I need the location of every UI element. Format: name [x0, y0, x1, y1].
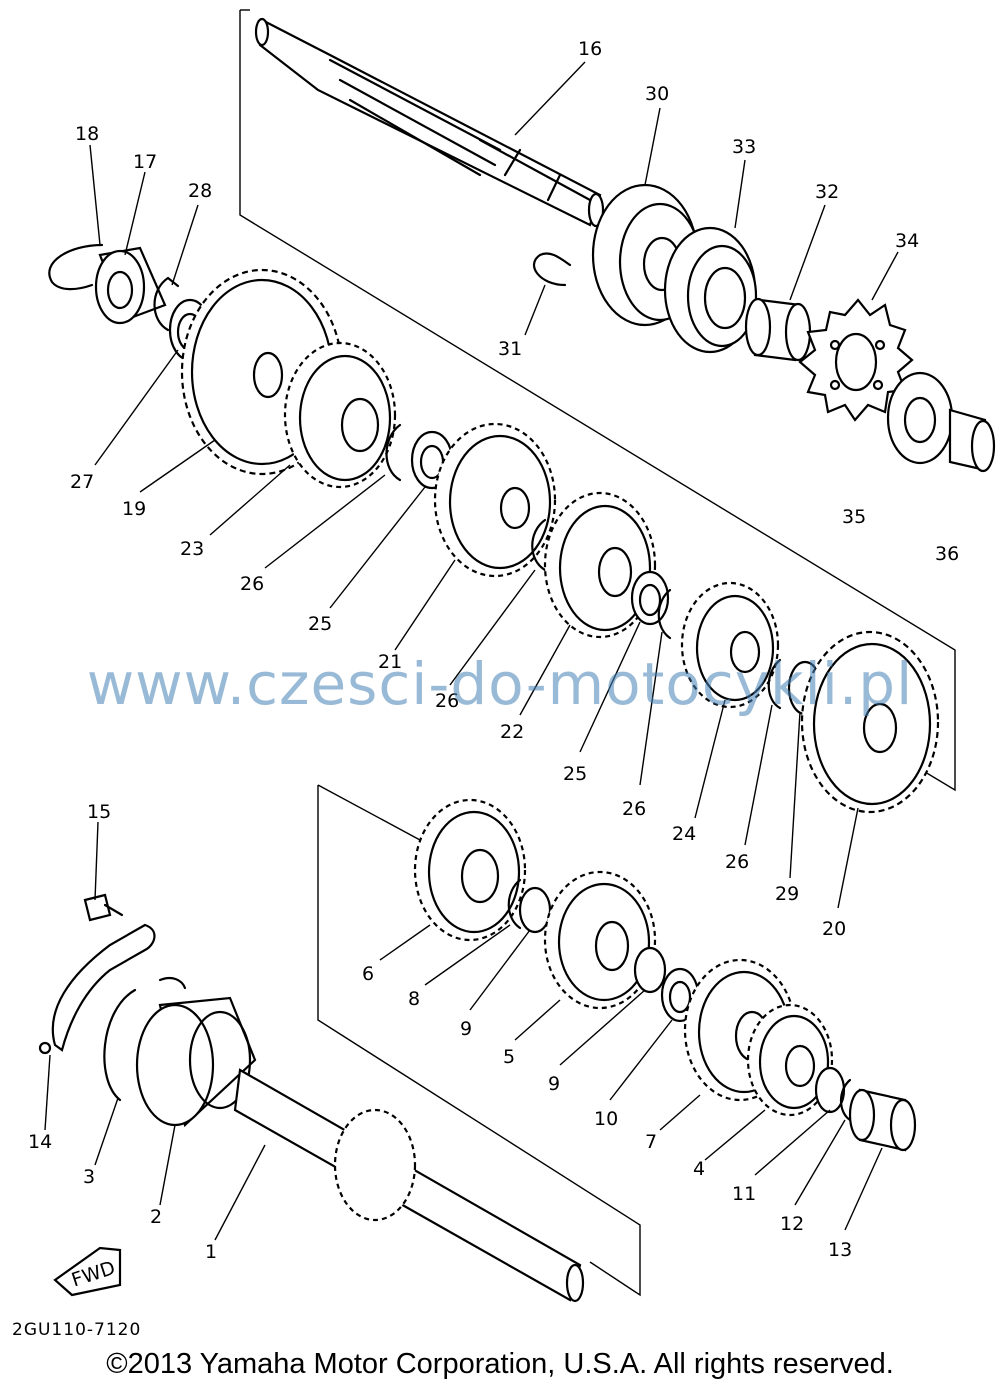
callout-18: 18 [75, 123, 99, 145]
callout-12: 12 [780, 1213, 804, 1235]
callout-1: 1 [205, 1241, 217, 1263]
callout-28: 28 [188, 180, 212, 202]
leader-lines [44, 61, 899, 1241]
callout-6: 6 [362, 963, 374, 985]
callout-11: 11 [732, 1183, 756, 1205]
callout-31: 31 [498, 338, 522, 360]
callout-26c: 26 [622, 798, 646, 820]
circlip-12 [839, 1078, 852, 1122]
callout-14: 14 [28, 1131, 52, 1153]
callout-24: 24 [672, 823, 696, 845]
callout-32: 32 [815, 181, 839, 203]
copyright-notice: ©2013 Yamaha Motor Corporation, U.S.A. A… [106, 1348, 894, 1380]
callout-33: 33 [732, 136, 756, 158]
callout-9b: 9 [548, 1073, 560, 1095]
washer-25b-hole [638, 583, 662, 617]
callout-22: 22 [500, 721, 524, 743]
circlip-31 [533, 252, 572, 287]
circlip-18 [48, 243, 104, 291]
gear-20 [800, 630, 940, 814]
callout-8: 8 [408, 988, 420, 1010]
gear-23 [283, 341, 397, 489]
fwd-arrow: FWD [53, 1246, 122, 1297]
washer-9a [518, 886, 552, 934]
callout-9a: 9 [460, 1018, 472, 1040]
callout-27: 27 [70, 471, 94, 493]
callout-16: 16 [578, 38, 602, 60]
callout-26b: 26 [435, 690, 459, 712]
callout-35: 35 [842, 506, 866, 528]
callout-21: 21 [378, 651, 402, 673]
oil-seal-33 [663, 226, 758, 354]
callout-25b: 25 [563, 763, 587, 785]
callout-3: 3 [83, 1166, 95, 1188]
circlip-26c [657, 588, 672, 640]
bearing-stopper-14 [38, 923, 156, 1055]
nut-36 [948, 408, 996, 473]
drive-axle-frame-top [317, 784, 421, 841]
lock-washer-35 [886, 371, 954, 465]
callout-29: 29 [775, 883, 799, 905]
drive-sprocket-34 [798, 298, 914, 422]
callout-30: 30 [645, 83, 669, 105]
callout-26d: 26 [725, 851, 749, 873]
gear-5 [543, 870, 657, 1010]
circlip-3 [103, 988, 137, 1102]
gear-22 [543, 491, 657, 639]
bearing-2 [135, 996, 257, 1128]
callout-20: 20 [822, 918, 846, 940]
callout-17: 17 [133, 151, 157, 173]
callout-34: 34 [895, 230, 919, 252]
callout-2: 2 [150, 1206, 162, 1228]
gear-21 [433, 422, 557, 578]
circlip-26d [767, 658, 782, 710]
drive-axle-1 [233, 1068, 585, 1303]
callout-7: 7 [645, 1131, 657, 1153]
circlip-26a [385, 423, 402, 482]
callout-25a: 25 [308, 613, 332, 635]
callout-13: 13 [828, 1239, 852, 1261]
circlip-3b [158, 976, 187, 990]
gear-6 [413, 798, 527, 942]
gear-24 [680, 581, 780, 709]
collar-32 [744, 297, 812, 362]
diagram-code: 2GU110-7120 [12, 1320, 142, 1340]
callout-36: 36 [935, 543, 959, 565]
callout-26a: 26 [240, 573, 264, 595]
bearing-13 [848, 1088, 917, 1152]
callout-19: 19 [122, 498, 146, 520]
callout-labels: 1 2 3 4 5 6 7 8 9 9 10 11 12 13 14 15 16… [28, 38, 959, 1263]
callout-4: 4 [693, 1158, 705, 1180]
callout-5: 5 [503, 1046, 515, 1068]
washer-10-hole [668, 980, 692, 1014]
washer-9b [633, 946, 667, 994]
circlip-8 [507, 878, 522, 930]
gear-4 [746, 1003, 834, 1117]
callout-10: 10 [594, 1108, 618, 1130]
screw-15 [83, 893, 124, 922]
drive-axle-frame [317, 785, 641, 1297]
main-axle [254, 17, 605, 228]
callout-23: 23 [180, 538, 204, 560]
washer-11 [814, 1066, 846, 1114]
callout-15: 15 [87, 801, 111, 823]
main-shaft-frame [239, 10, 956, 792]
circlip-26b [531, 518, 547, 572]
